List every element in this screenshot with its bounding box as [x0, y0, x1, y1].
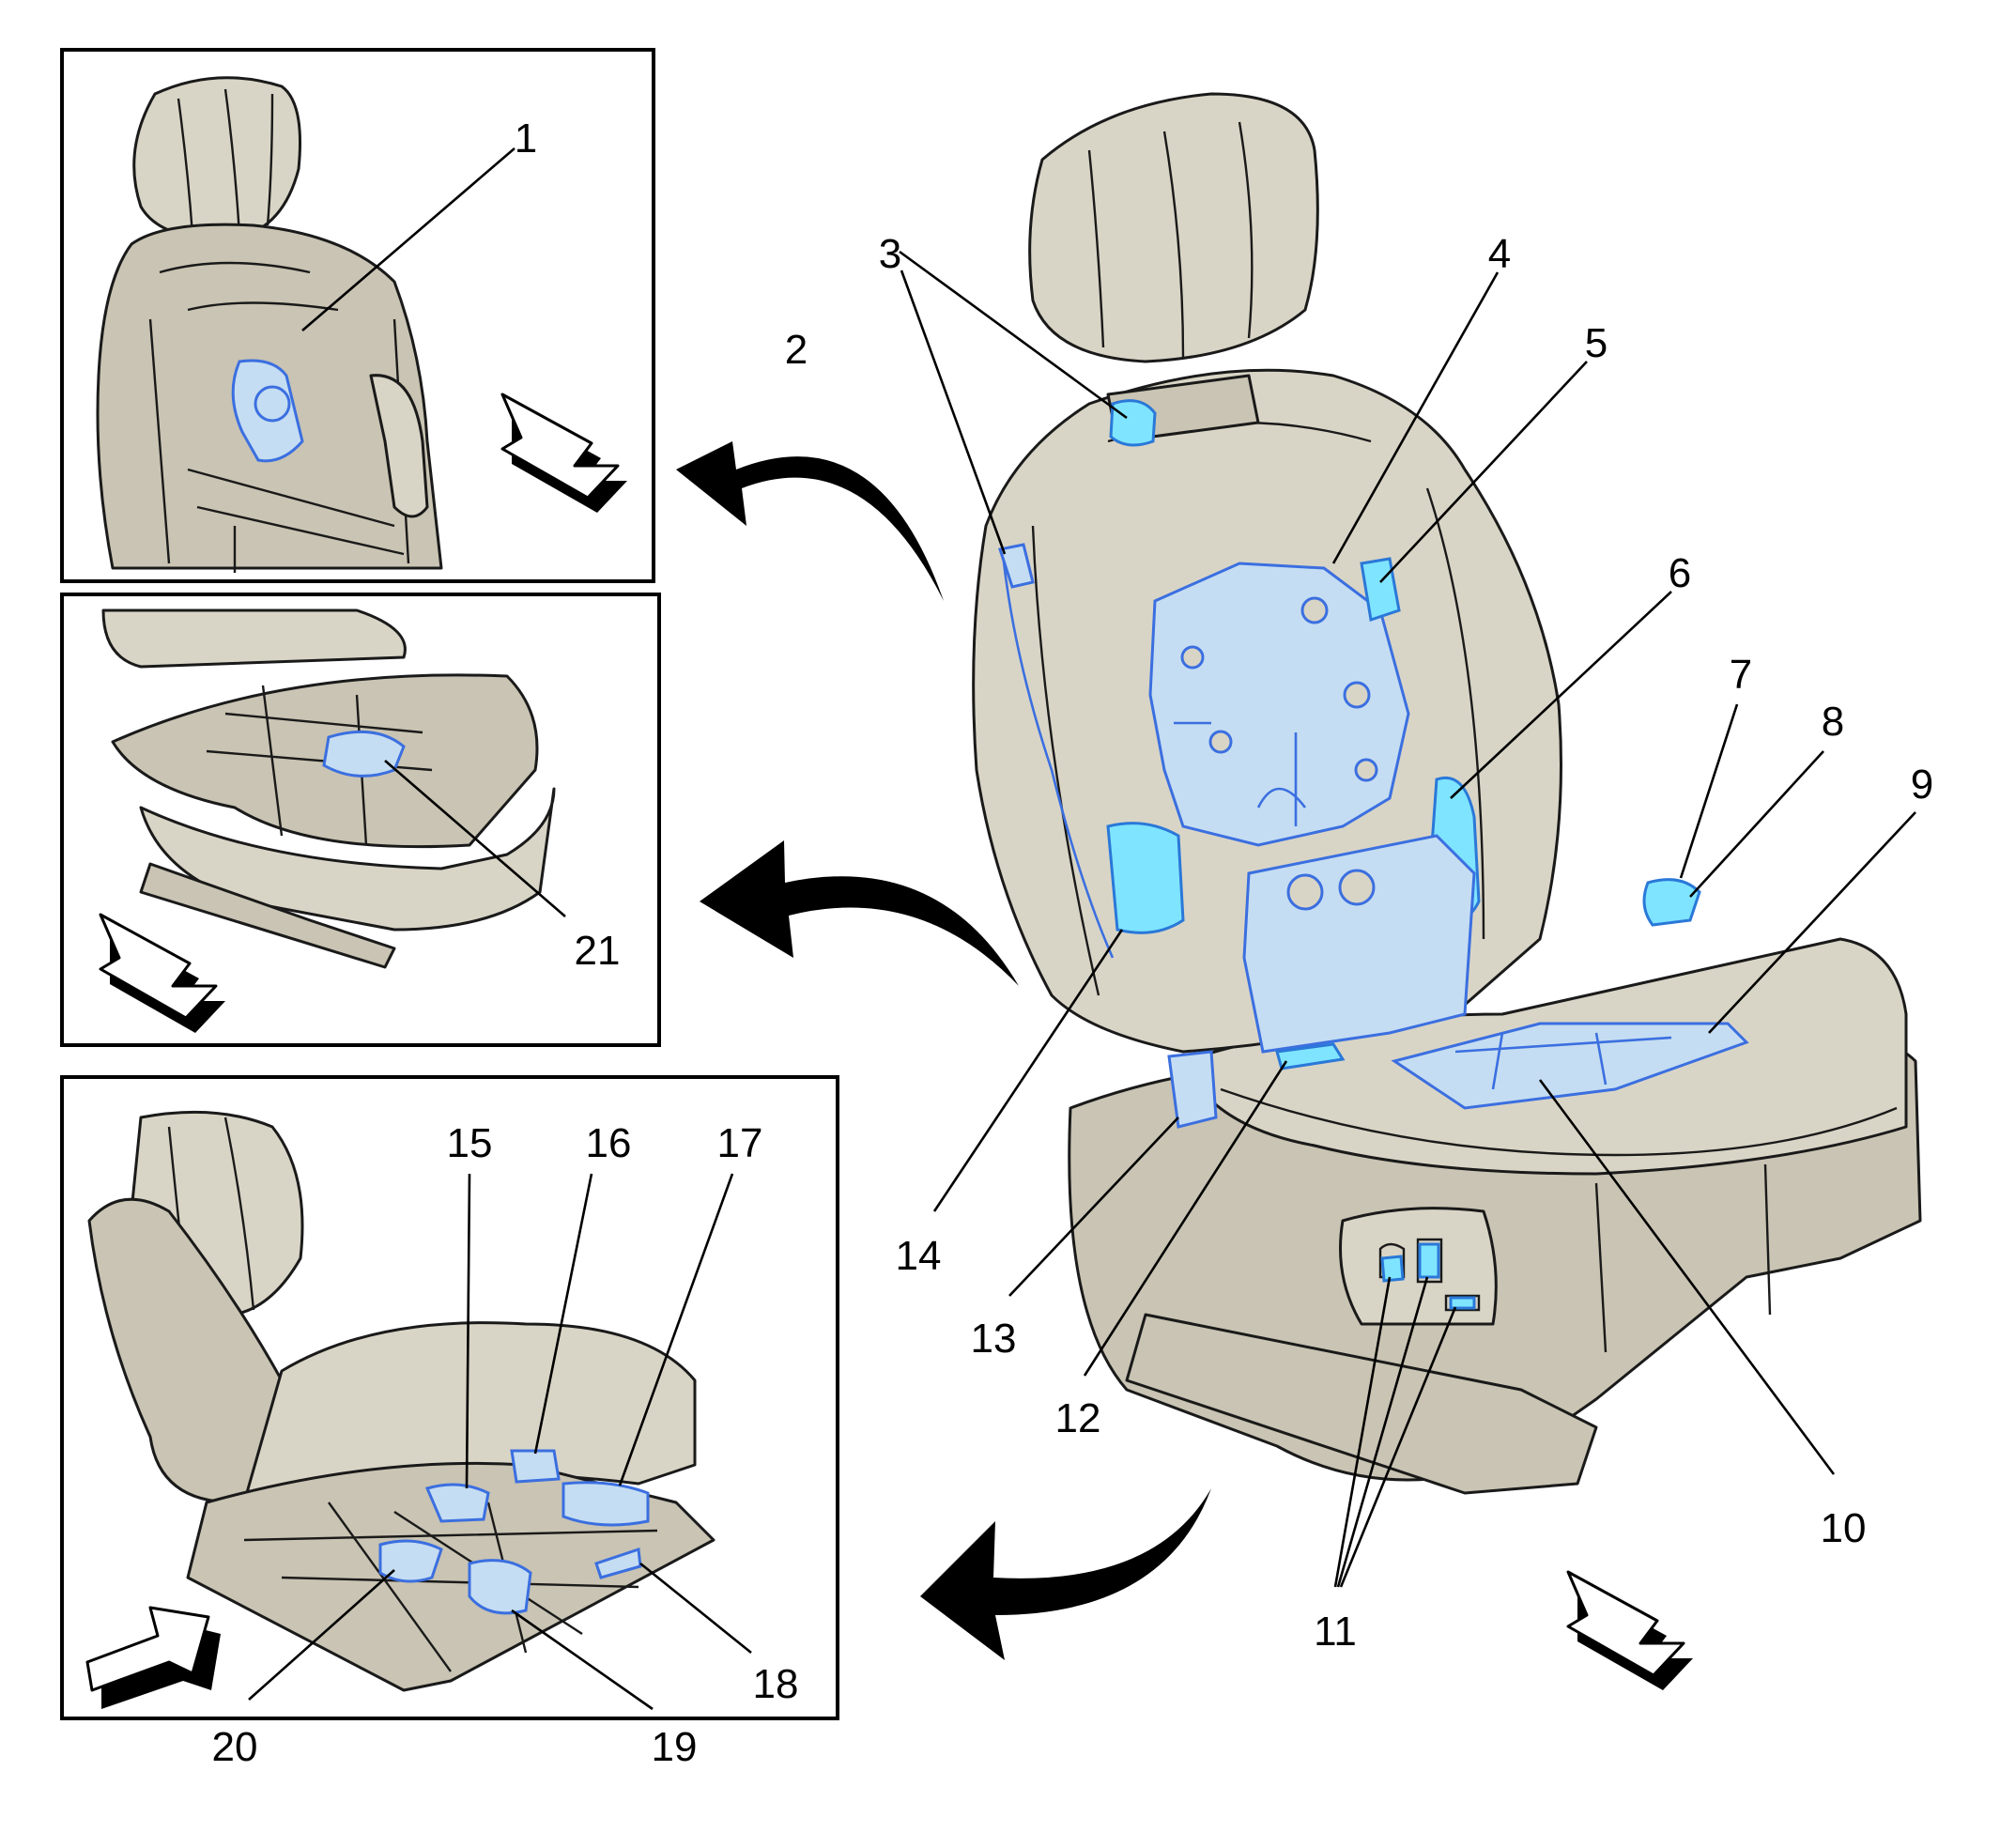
leader-3	[899, 250, 1128, 420]
callout-3: 3	[879, 231, 901, 277]
leader-19	[511, 1609, 654, 1711]
leader-11b	[1336, 1276, 1429, 1588]
component-11-switch-b	[1418, 1242, 1440, 1279]
view-reference-curved-arrow-icon-2	[700, 840, 1019, 986]
leader-21	[384, 760, 566, 917]
callout-12: 12	[1055, 1395, 1101, 1441]
inset3-highlighted-module-18	[594, 1547, 642, 1579]
component-8	[1642, 878, 1701, 927]
callout-10: 10	[1821, 1505, 1867, 1551]
callout-21: 21	[575, 928, 621, 974]
view-reference-curved-arrow-icon-3	[920, 1488, 1211, 1660]
inset3-seat-illustration	[87, 1110, 715, 1692]
inset3-highlighted-module-17	[562, 1481, 650, 1527]
leader-11a	[1333, 1276, 1392, 1588]
inset-underseat-view: 15 16 17 18 19 20	[60, 1075, 839, 1770]
inset2-highlighted-module	[322, 730, 406, 778]
leader-1	[301, 147, 515, 331]
leader-17	[618, 1173, 734, 1486]
leader-7	[1679, 703, 1739, 879]
component-5	[1360, 557, 1401, 622]
callout-17: 17	[717, 1120, 763, 1166]
callout-13: 13	[971, 1316, 1017, 1362]
callout-1: 1	[515, 116, 537, 162]
component-4-backrest-mat	[1148, 562, 1410, 847]
callout-19: 19	[652, 1724, 698, 1770]
leader-5	[1379, 361, 1588, 583]
leader-9	[1708, 811, 1916, 1034]
callout-7: 7	[1730, 652, 1752, 698]
component-12	[1275, 1042, 1346, 1070]
leader-10	[1538, 1079, 1836, 1475]
callout-18: 18	[753, 1661, 799, 1707]
inset1-seat-illustration	[96, 76, 443, 573]
inset3-highlighted-module-15	[424, 1483, 490, 1523]
inset2-seat-illustration	[101, 608, 556, 969]
callout-11: 11	[1314, 1609, 1357, 1655]
leader-6	[1450, 591, 1672, 799]
component-14	[1106, 822, 1185, 934]
inset2-forward-arrow-icon	[99, 913, 225, 1033]
inset3-highlighted-module-19	[468, 1559, 532, 1615]
component-3	[1109, 399, 1157, 447]
inset3-forward-arrow-icon	[85, 1606, 221, 1709]
leader-15	[465, 1173, 471, 1489]
leader-2	[900, 270, 1007, 555]
component-2-panel	[998, 543, 1035, 589]
callout-15: 15	[447, 1120, 493, 1166]
inset3-highlighted-module-20	[378, 1539, 443, 1583]
main-callouts: 3 2 4 5 6 7 8 9 10 11 12 13 14	[785, 231, 1933, 1655]
callout-20: 20	[212, 1724, 258, 1770]
inset1-forward-arrow-icon	[500, 393, 627, 513]
main-seat-highlighted-components	[998, 399, 1749, 1310]
component-9-cushion-mat	[1391, 1022, 1749, 1110]
callout-9: 9	[1911, 762, 1933, 808]
view-reference-curved-arrow-icon-1	[676, 441, 944, 601]
leader-11c	[1339, 1306, 1457, 1588]
leader-12	[1083, 1060, 1288, 1377]
callout-6: 6	[1669, 550, 1691, 596]
leader-14	[932, 929, 1124, 1212]
leader-16	[533, 1173, 593, 1455]
callout-2: 2	[785, 327, 808, 373]
leader-20	[248, 1569, 395, 1701]
callout-14: 14	[896, 1233, 942, 1279]
main-forward-arrow-icon	[1566, 1570, 1693, 1690]
component-10	[1242, 834, 1476, 1054]
inset-seat-cushion-view: 21	[60, 593, 661, 1047]
inset3-highlighted-module-16	[510, 1449, 561, 1484]
leader-18	[639, 1562, 752, 1655]
callout-16: 16	[586, 1120, 632, 1166]
component-13	[1167, 1050, 1218, 1129]
component-11-switch-a	[1380, 1255, 1405, 1283]
component-2-harness	[1001, 553, 1115, 959]
inset-seatback-rear-view: 1	[60, 48, 655, 583]
callout-5: 5	[1585, 320, 1608, 366]
component-11-switch-c	[1449, 1296, 1476, 1310]
leader-4	[1331, 271, 1500, 564]
callout-8: 8	[1822, 699, 1844, 745]
callout-4: 4	[1488, 231, 1511, 277]
leader-13	[1008, 1116, 1179, 1297]
leader-8	[1689, 750, 1824, 898]
